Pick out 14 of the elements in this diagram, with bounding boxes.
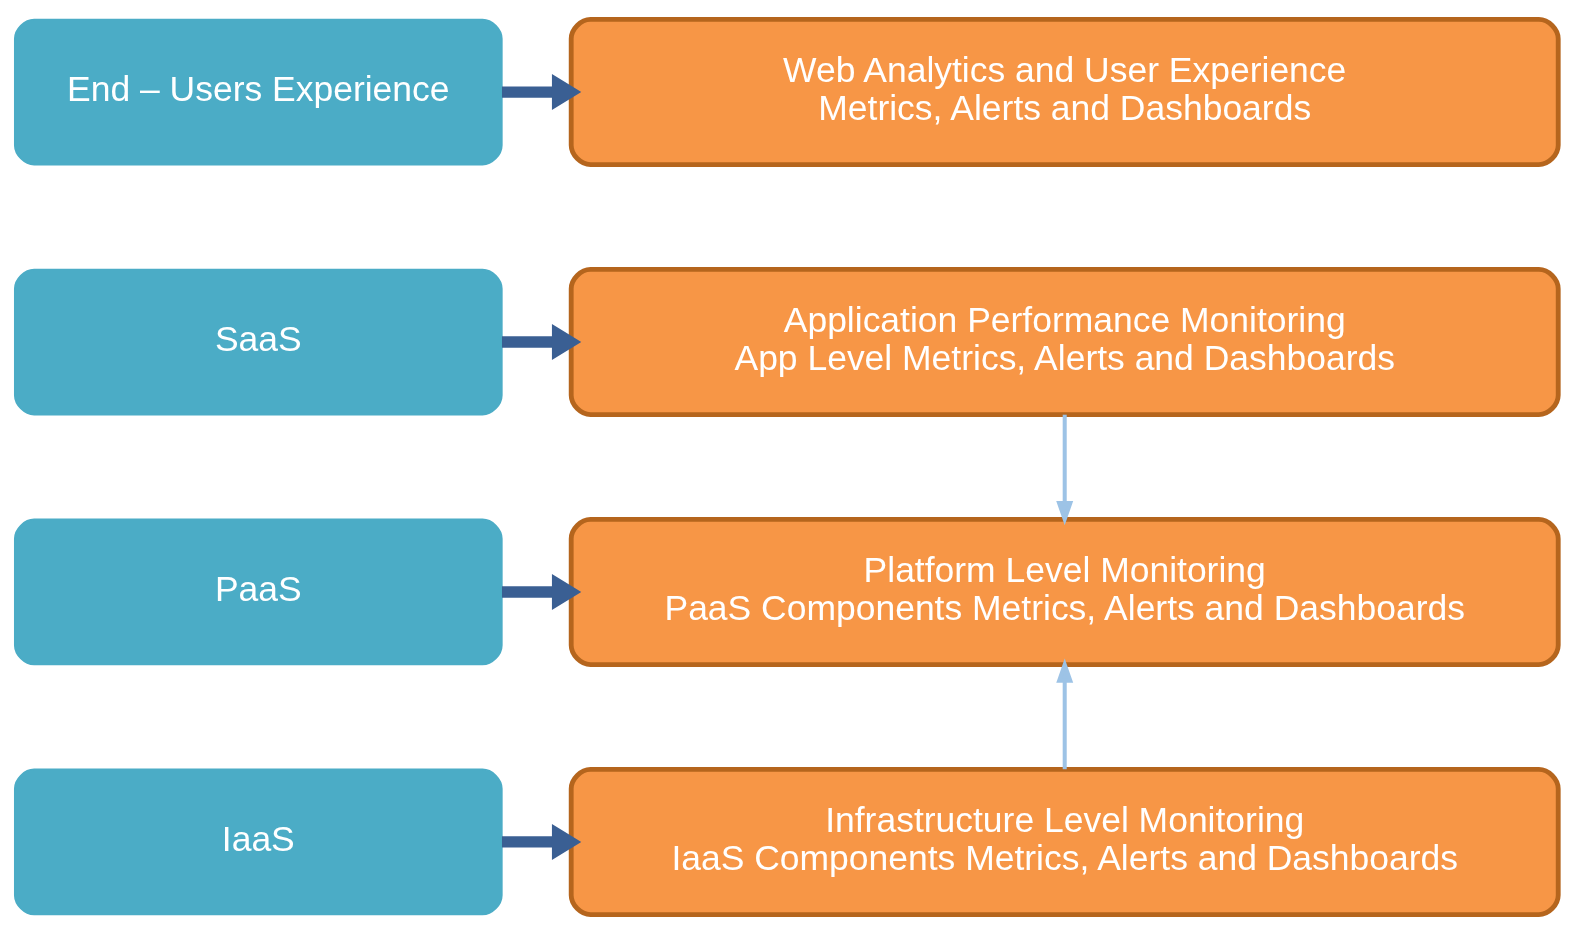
arrow (502, 73, 582, 110)
node-box: Platform Level Monitoring PaaS Components Metrics, Alerts and Dashboards (568, 516, 1561, 667)
arrow (502, 823, 582, 860)
node-box: IaaS (13, 768, 503, 915)
node-box: Application Performance Monitoring App Level Metrics, Alerts and Dashboards (568, 266, 1561, 417)
node-box: PaaS (13, 518, 503, 665)
node-box: End – Users Experience (13, 18, 503, 165)
node-box: Web Analytics and User Experience Metrics, Alerts and Dashboards (568, 16, 1561, 167)
arrow (502, 323, 582, 360)
node-box: SaaS (13, 268, 503, 415)
node-box: Infrastructure Level Monitoring IaaS Components Metrics, Alerts and Dashboards (568, 766, 1561, 917)
arrow (502, 573, 582, 610)
arrow (1056, 414, 1074, 525)
arrow (1056, 658, 1074, 769)
